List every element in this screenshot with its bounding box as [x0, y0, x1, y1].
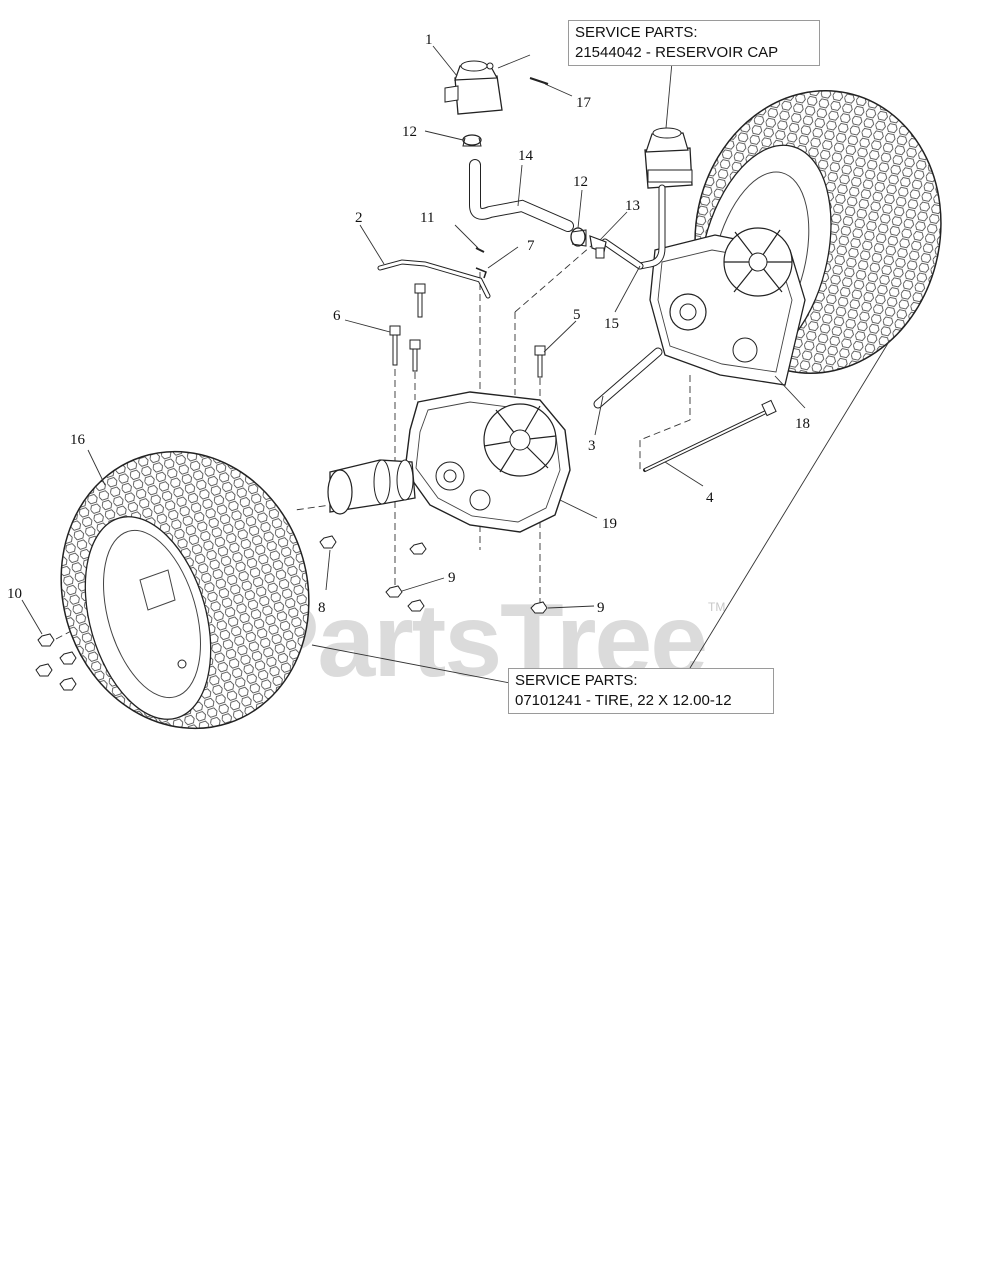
part-12-clamp-right	[570, 227, 587, 247]
part-14-hose	[469, 159, 574, 232]
label-9-left: 9	[448, 570, 456, 586]
label-12-top: 12	[402, 124, 417, 140]
label-2: 2	[355, 210, 363, 226]
part-17-pin	[529, 77, 549, 85]
tire-callout-heading: SERVICE PARTS:	[515, 672, 638, 689]
reservoir-callout-heading: SERVICE PARTS:	[575, 24, 698, 41]
left-cooling-fan	[483, 403, 557, 477]
part-10-lug-nuts	[35, 633, 77, 691]
part-13-fitting	[589, 235, 607, 259]
left-tire	[60, 450, 310, 730]
label-9-right: 9	[597, 600, 605, 616]
label-6: 6	[333, 308, 341, 324]
label-12-right: 12	[573, 174, 588, 190]
right-cooling-fan	[723, 227, 793, 297]
part-15-hose	[601, 238, 644, 270]
label-8: 8	[318, 600, 326, 616]
part-7-clip	[475, 267, 487, 279]
label-4: 4	[706, 490, 714, 506]
callout-numbers: 1 17 12 14 12 13 2 11 7 6 5 15 18 3 16 4…	[7, 32, 810, 616]
part-19-transmission	[327, 391, 571, 533]
label-7: 7	[527, 238, 535, 254]
part-5-bolt	[534, 345, 546, 378]
label-1: 1	[425, 32, 433, 48]
right-transmission	[649, 227, 806, 386]
label-17: 17	[576, 95, 592, 111]
watermark-trademark: TM	[708, 600, 726, 614]
tire-callout-part: 07101241 - TIRE, 22 X 12.00-12	[515, 692, 732, 709]
label-14: 14	[518, 148, 534, 164]
tire-callout: SERVICE PARTS: 07101241 - TIRE, 22 X 12.…	[508, 668, 774, 714]
label-3: 3	[588, 438, 596, 454]
label-16: 16	[70, 432, 86, 448]
reservoir-callout-part: 21544042 - RESERVOIR CAP	[575, 44, 779, 61]
label-10: 10	[7, 586, 22, 602]
part-1-reservoir	[444, 60, 503, 115]
part-8-nut	[319, 535, 337, 549]
leader-lines	[21, 45, 891, 684]
label-5: 5	[573, 307, 581, 323]
reservoir-cap-callout: SERVICE PARTS: 21544042 - RESERVOIR CAP	[568, 20, 820, 66]
label-15: 15	[604, 316, 619, 332]
part-9-nuts	[385, 542, 548, 614]
part-11-pin	[475, 247, 485, 253]
label-19: 19	[602, 516, 617, 532]
part-2-rod	[377, 259, 491, 299]
part-3-rod	[593, 347, 663, 409]
part-12-clamp-top	[462, 134, 482, 147]
right-reservoir	[636, 127, 693, 270]
label-11: 11	[420, 210, 434, 226]
part-4-bolt	[643, 399, 777, 472]
label-13: 13	[625, 198, 640, 214]
label-18: 18	[795, 416, 810, 432]
part-6-bolts	[389, 283, 426, 372]
